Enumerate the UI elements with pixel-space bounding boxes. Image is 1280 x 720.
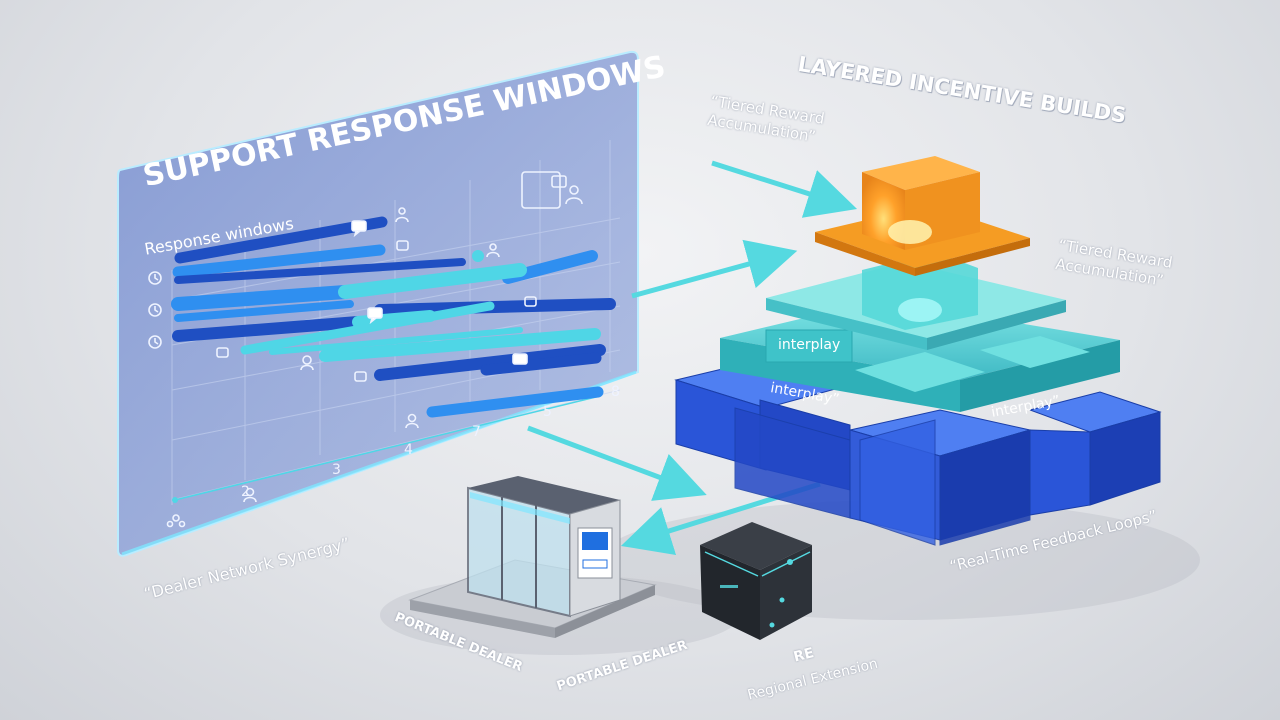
arrow-panel-to-device (527, 425, 707, 501)
user-icon (405, 413, 419, 429)
gantt-bar (374, 344, 606, 381)
chat-bubble-icon (216, 347, 229, 358)
axis-tick-label: 4 (404, 442, 413, 458)
arrow-panel-to-stack (631, 239, 798, 299)
chat-bubble-icon (351, 220, 367, 238)
gantt-bar (338, 263, 527, 299)
axis-tick-label: 8 (611, 384, 620, 400)
user-icon (243, 487, 257, 503)
teal-upper-slab (766, 252, 1066, 350)
gantt-bar (480, 352, 602, 376)
gantt-bar (172, 244, 386, 278)
clock-icon (148, 271, 162, 285)
gantt-bar (269, 327, 523, 355)
gantt-bar (174, 216, 388, 264)
gantt-bar (174, 300, 354, 322)
portable-dealer-booth (408, 476, 657, 638)
layer-label: interplay (778, 337, 841, 353)
panel-icons (148, 171, 583, 528)
chat-bubble-icon (354, 371, 367, 382)
gantt-bar (374, 298, 616, 316)
blue-base-layer (674, 359, 1162, 546)
gantt-bar (426, 386, 604, 418)
support-agent-icon (521, 171, 583, 209)
gantt-bar (172, 316, 364, 342)
chat-bubble-icon (367, 307, 383, 325)
chat-bubble-icon (524, 296, 537, 307)
regional-extension-device (700, 522, 812, 640)
axis-tick-label: 5 (543, 404, 552, 420)
gantt-bar (240, 301, 495, 355)
axis-tick-label: 2 (241, 484, 250, 500)
user-icon (486, 243, 500, 258)
axis-tick-label: 3 (332, 462, 341, 478)
gantt-bar (174, 258, 466, 284)
orange-top (815, 156, 1030, 276)
clock-icon (148, 303, 162, 317)
user-icon (395, 207, 409, 223)
incentive-stack (674, 156, 1162, 546)
chat-bubble-icon (512, 353, 528, 365)
gantt-bar (171, 285, 352, 311)
chat-bubble-icon (396, 240, 409, 251)
status-dot-icon (472, 250, 484, 262)
axis-tick-label: 7 (472, 424, 481, 440)
clock-icon (148, 335, 162, 349)
arrow-label-to-cube (711, 160, 858, 218)
network-icon (166, 514, 186, 528)
gantt-bar (319, 328, 601, 362)
user-icon (300, 355, 314, 371)
gantt-bars (171, 216, 616, 418)
